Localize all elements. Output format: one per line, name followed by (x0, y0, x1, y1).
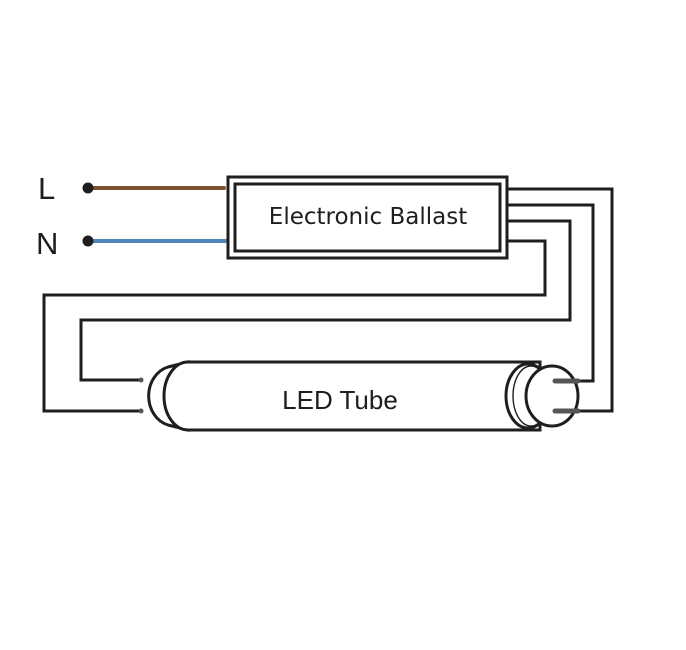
electronic-ballast: Electronic Ballast (226, 175, 509, 260)
tube-label: LED Tube (282, 385, 398, 415)
terminal-dot-n (82, 235, 94, 247)
output-wire-4 (42, 239, 547, 413)
ballast-inner-frame (233, 182, 502, 253)
ballast-label: Electronic Ballast (269, 204, 467, 230)
right-end-cap-face (524, 364, 580, 428)
tube-body (162, 360, 542, 432)
led-tube: LED Tube (138, 360, 581, 432)
output-wire-2 (505, 203, 595, 383)
output-wire-1 (505, 187, 614, 413)
left-pin-contact-bottom (138, 408, 144, 414)
terminal-label-n: N (36, 226, 58, 261)
left-pin-contact-top (138, 377, 144, 383)
terminal-label-l: L (38, 171, 55, 206)
terminal-dot-l (82, 182, 94, 194)
output-wire-3 (79, 219, 572, 382)
